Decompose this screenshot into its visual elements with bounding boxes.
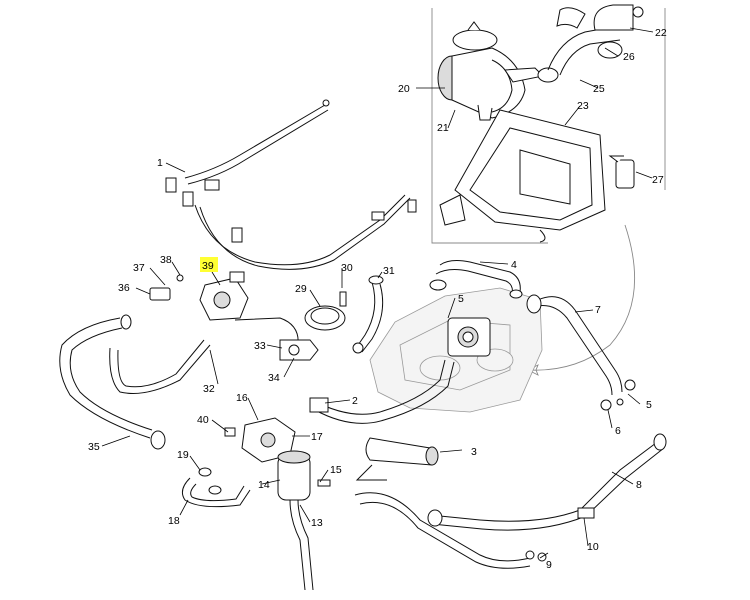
callout-36[interactable]: 36 bbox=[118, 282, 130, 294]
wiring-harness bbox=[165, 99, 417, 270]
callout-highlight bbox=[200, 257, 218, 272]
callout-22[interactable]: 22 bbox=[655, 27, 667, 39]
canister-13 bbox=[277, 450, 331, 591]
callout-20[interactable]: 20 bbox=[398, 83, 410, 95]
callout-9[interactable]: 9 bbox=[546, 559, 552, 571]
callout-34[interactable]: 34 bbox=[268, 372, 280, 384]
cover-29 bbox=[304, 275, 384, 354]
canister-3 bbox=[355, 437, 439, 481]
callout-40[interactable]: 40 bbox=[197, 414, 209, 426]
upper-hose-and-valve bbox=[547, 4, 644, 76]
callout-17[interactable]: 17 bbox=[311, 431, 323, 443]
bracket bbox=[439, 109, 606, 243]
callout-30[interactable]: 30 bbox=[341, 262, 353, 274]
callout-3[interactable]: 3 bbox=[471, 446, 477, 458]
hose-18 bbox=[181, 467, 251, 508]
hose-32-35 bbox=[59, 314, 299, 450]
pipe-8 bbox=[354, 433, 667, 569]
callout-16[interactable]: 16 bbox=[236, 392, 248, 404]
hose-2 bbox=[309, 359, 455, 424]
callout-19[interactable]: 19 bbox=[177, 449, 189, 461]
callout-15[interactable]: 15 bbox=[330, 464, 342, 476]
callout-2[interactable]: 2 bbox=[352, 395, 358, 407]
callout-7[interactable]: 7 bbox=[595, 304, 601, 316]
callout-39[interactable]: 39 bbox=[202, 260, 214, 272]
callout-13[interactable]: 13 bbox=[311, 517, 323, 529]
callout-23[interactable]: 23 bbox=[577, 100, 589, 112]
callout-8[interactable]: 8 bbox=[636, 479, 642, 491]
callout-18[interactable]: 18 bbox=[168, 515, 180, 527]
sensor-27 bbox=[608, 155, 635, 189]
callout-35[interactable]: 35 bbox=[88, 441, 100, 453]
valve-39 bbox=[149, 271, 249, 321]
callout-27[interactable]: 27 bbox=[652, 174, 664, 186]
callout-37[interactable]: 37 bbox=[133, 262, 145, 274]
callout-26[interactable]: 26 bbox=[623, 51, 635, 63]
gasket-33-34 bbox=[279, 339, 319, 361]
callout-38[interactable]: 38 bbox=[160, 254, 172, 266]
callout-33[interactable]: 33 bbox=[254, 340, 266, 352]
callout-1[interactable]: 1 bbox=[157, 157, 163, 169]
pipe-4 bbox=[429, 260, 523, 299]
callout-5b[interactable]: 5 bbox=[646, 399, 652, 411]
throttle-body bbox=[447, 317, 491, 357]
callout-6[interactable]: 6 bbox=[615, 425, 621, 437]
callout-29[interactable]: 29 bbox=[295, 283, 307, 295]
callout-21[interactable]: 21 bbox=[437, 122, 449, 134]
callouts: 1 2 3 4 5 5 6 7 8 9 10 13 14 15 16 17 18… bbox=[88, 27, 667, 571]
callout-5a[interactable]: 5 bbox=[458, 293, 464, 305]
callout-32[interactable]: 32 bbox=[203, 383, 215, 395]
callout-4[interactable]: 4 bbox=[511, 259, 517, 271]
pump-assembly bbox=[437, 21, 559, 121]
callout-14[interactable]: 14 bbox=[258, 479, 270, 491]
pipe-7 bbox=[526, 294, 636, 411]
callout-10[interactable]: 10 bbox=[587, 541, 599, 553]
detail-frame bbox=[431, 8, 666, 376]
leader-lines bbox=[101, 27, 654, 559]
callout-25[interactable]: 25 bbox=[593, 83, 605, 95]
callout-31[interactable]: 31 bbox=[383, 265, 395, 277]
